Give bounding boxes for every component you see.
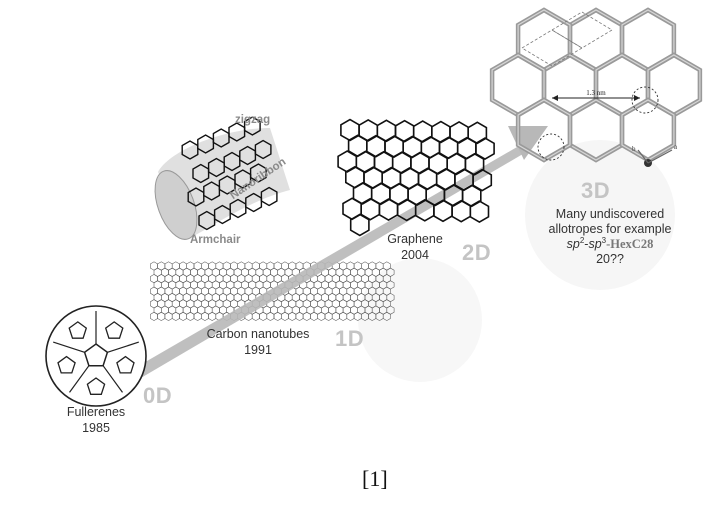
sup-2: 2 <box>579 235 585 245</box>
ribbon-hexagon <box>254 139 272 160</box>
zigzag-label: zigzag <box>235 114 271 126</box>
fullerene-bond <box>69 365 90 393</box>
nanotube-hexagon <box>382 311 391 321</box>
sp-b: sp <box>588 237 602 251</box>
nanotube-hexagon <box>171 311 180 321</box>
background-circle <box>358 258 482 382</box>
nanotube-hexagon <box>259 311 268 321</box>
sp-a: sp <box>566 237 580 251</box>
scale-bar <box>552 95 640 101</box>
ribbon-hexagon <box>243 116 261 136</box>
graphene-hexagon <box>349 213 370 237</box>
graphene-hexagon <box>342 197 363 221</box>
compound-name: -HexC28 <box>606 237 654 251</box>
highlight-circles <box>537 86 659 161</box>
lattice-hexagon <box>619 97 677 163</box>
axis-a-label: a <box>674 143 678 151</box>
fullerene-pentagon <box>86 377 106 395</box>
graphene-hexagon <box>378 198 399 222</box>
nanotube-hexagon <box>339 311 348 321</box>
axis-b-label: b <box>632 145 636 153</box>
nanotube-hexagon <box>295 311 304 321</box>
nanotube-hexagon <box>273 311 282 321</box>
nanotube-hexagon <box>302 311 311 321</box>
nanotube-hexagon <box>157 311 166 321</box>
nanotube-hexagon <box>251 311 260 321</box>
allotropes-line2: allotropes for example <box>548 222 672 236</box>
graphene-hexagon <box>451 199 472 223</box>
dash: - <box>584 237 589 251</box>
hexc28-lattice <box>489 7 703 163</box>
fullerene-pentagon <box>116 355 135 374</box>
graphene-hexagon <box>475 137 495 161</box>
dimension-0d: 0D <box>143 383 173 408</box>
graphene-hexagon <box>472 168 493 192</box>
nanotube-hexagon <box>331 311 340 321</box>
fullerenes-name: Fullerenes <box>66 405 126 419</box>
sup-3: 3 <box>601 235 607 245</box>
fullerene-pentagon <box>104 321 124 339</box>
nanotube-hexagon <box>324 311 333 321</box>
nanotube-hexagon <box>164 311 173 321</box>
graphene-hexagon <box>340 118 360 142</box>
fullerene-pentagon <box>68 321 88 339</box>
nanotube-hexagon <box>346 311 355 321</box>
nanotube-hexagon <box>208 311 217 321</box>
lattice-hexagon-highlight <box>517 99 571 161</box>
allotropes-year: 20?? <box>596 252 624 266</box>
unit-cell-outline <box>521 11 613 67</box>
nanotube-hexagon <box>179 311 187 321</box>
fullerenes-year: 1985 <box>82 421 110 435</box>
allotropes-line1: Many undiscovered <box>555 207 665 221</box>
nanotubes-name: Carbon nanotubes <box>206 327 310 341</box>
nanotube-hexagon <box>150 311 158 321</box>
axis-indicator <box>637 149 673 167</box>
fullerene-bond <box>53 341 85 353</box>
graphene-hexagon <box>344 165 365 189</box>
dimension-3d: 3D <box>581 178 611 203</box>
graphene-name: Graphene <box>387 232 443 246</box>
citation: [1] <box>362 466 388 491</box>
nanotube-hexagon <box>186 311 195 321</box>
fullerene-bond <box>102 365 123 393</box>
fullerene-molecule <box>45 305 147 407</box>
nanotube-hexagon <box>266 311 275 321</box>
ribbon-hexagon <box>260 186 278 207</box>
allotrope-example: sp2-sp3-HexC28 <box>540 235 680 252</box>
graphene-sheet <box>337 118 495 237</box>
fullerene-pentagon <box>57 355 76 374</box>
graphene-year: 2004 <box>401 248 429 262</box>
nanotube-hexagon <box>193 311 202 321</box>
graphene-hexagon <box>337 150 358 173</box>
fullerene-pentagon <box>83 343 109 367</box>
background-circle <box>525 140 675 290</box>
nanoribbon-tube <box>154 116 290 240</box>
scale-label: 1.3 nm <box>586 89 606 97</box>
dimension-1d: 1D <box>335 326 365 351</box>
nanotube-hexagon <box>317 311 326 321</box>
nanotube-hexagon <box>288 311 297 321</box>
nanotubes-year: 1991 <box>244 343 272 357</box>
graphene-hexagon <box>469 200 490 224</box>
dimension-2d: 2D <box>462 240 492 265</box>
graphene-hexagon <box>433 199 453 223</box>
fullerene-bond <box>107 341 139 353</box>
nanotube-hexagon <box>201 311 209 321</box>
ribbon-hexagon <box>249 163 267 183</box>
nanotube-hexagon <box>281 311 289 321</box>
armchair-label: Armchair <box>190 234 241 246</box>
nanotube-hexagon <box>310 311 318 321</box>
